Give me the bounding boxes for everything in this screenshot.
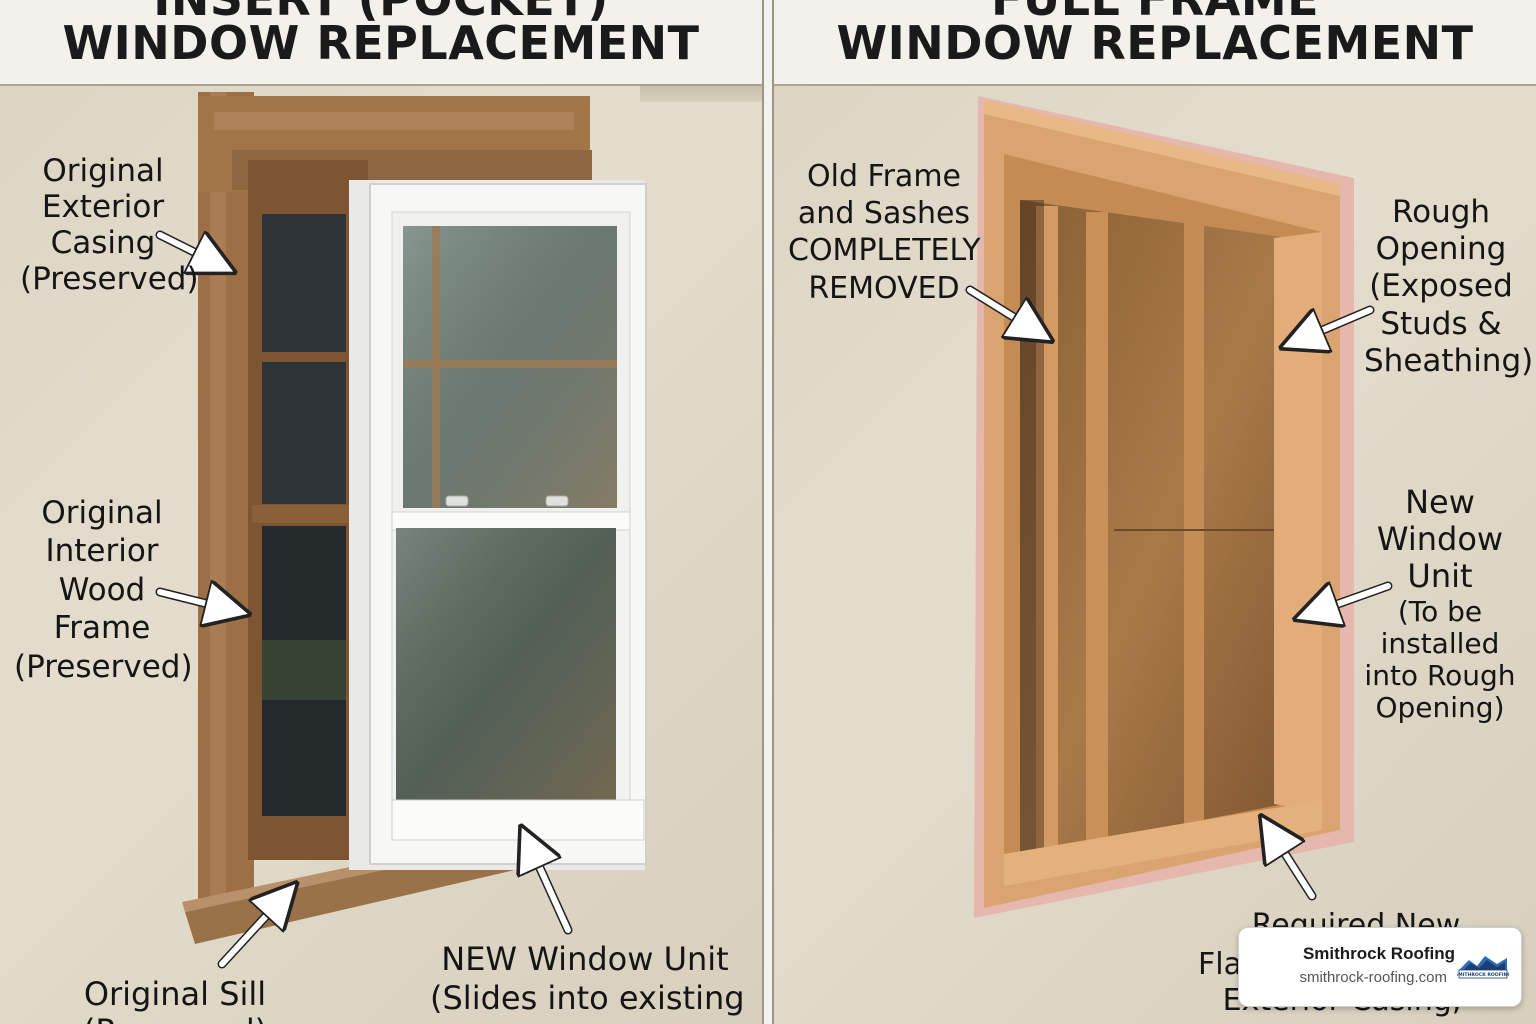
label-rough-opening: Rough Opening (Exposed Studs & Sheathing… bbox=[1364, 194, 1534, 379]
roof-logo-icon: SMITHROCK ROOFING bbox=[1457, 956, 1509, 979]
full-frame-panel-header: FULL FRAME WINDOW REPLACEMENT bbox=[774, 0, 1536, 86]
rough-opening-framing bbox=[984, 100, 1340, 908]
label-old-frame-removed: Old Frame and Sashes COMPLETELY REMOVED bbox=[788, 159, 981, 306]
label-interior-frame: Original Interior Wood Frame (Preserved) bbox=[14, 495, 193, 685]
label-original-sill: Original Sill (Preserved) bbox=[83, 975, 267, 1024]
insert-window-illustration bbox=[155, 92, 647, 969]
label-required-new-line2: Fla bbox=[1198, 947, 1242, 982]
insert-panel-header: INSERT (POCKET) WINDOW REPLACEMENT bbox=[0, 0, 762, 86]
svg-text:SMITHROCK ROOFING: SMITHROCK ROOFING bbox=[1457, 972, 1509, 978]
new-vinyl-window-unit bbox=[349, 180, 647, 870]
roof-eave bbox=[640, 86, 762, 102]
full-frame-title-line2: WINDOW REPLACEMENT bbox=[836, 16, 1474, 70]
original-interior-wood-frame bbox=[248, 160, 368, 860]
label-new-window-unit: New Window Unit bbox=[1376, 483, 1504, 596]
brand-badge[interactable]: Smithrock Roofing smithrock-roofing.com … bbox=[1238, 927, 1522, 1007]
label-new-window-unit-note: (To be installed into Rough Opening) bbox=[1364, 595, 1516, 724]
insert-title-line1: INSERT (POCKET) bbox=[0, 0, 762, 26]
brand-company-name: Smithrock Roofing bbox=[1302, 944, 1455, 963]
panel-divider bbox=[762, 0, 774, 1024]
brand-url[interactable]: smithrock-roofing.com bbox=[1299, 969, 1447, 986]
full-frame-title-line1: FULL FRAME bbox=[774, 0, 1536, 26]
insert-replacement-panel: INSERT (POCKET) WINDOW REPLACEMENT Origi… bbox=[0, 0, 762, 1024]
insert-title-line2: WINDOW REPLACEMENT bbox=[62, 16, 700, 70]
label-exterior-casing: Original Exterior Casing (Preserved) bbox=[20, 153, 199, 297]
label-new-window-unit: NEW Window Unit (Slides into existing bbox=[430, 940, 745, 1018]
full-frame-replacement-panel: FULL FRAME WINDOW REPLACEMENT Old Frame … bbox=[774, 0, 1536, 1024]
full-frame-illustration bbox=[965, 96, 1393, 918]
